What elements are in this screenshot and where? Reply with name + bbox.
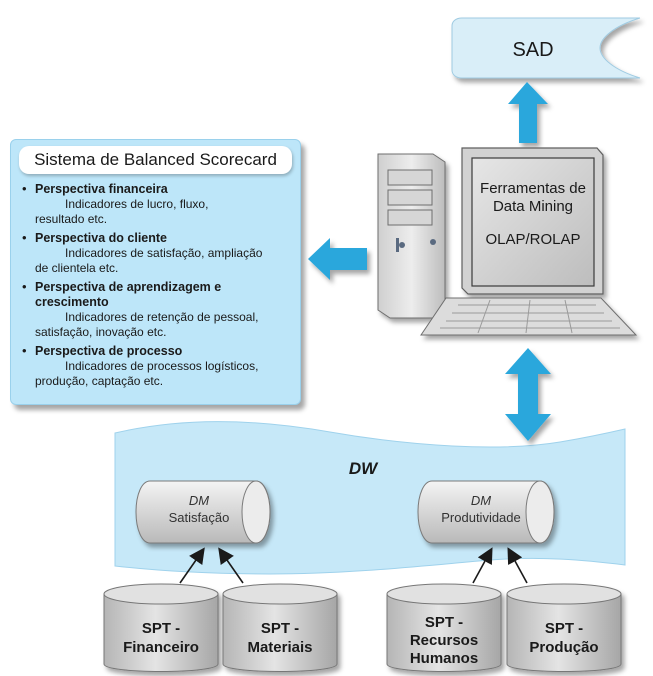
- bsc-item-desc-line: Indicadores de processos logísticos,: [65, 359, 259, 373]
- datamart-produtividade-line2: Produtividade: [441, 510, 521, 525]
- bsc-item-desc-line: Indicadores de satisfação, ampliação: [65, 246, 263, 260]
- source-financeiro-line1: SPT -: [142, 620, 180, 637]
- bsc-item-cliente: Perspectiva do cliente Indicadores de sa…: [19, 230, 292, 276]
- dw-label: DW: [349, 459, 379, 478]
- bsc-item-desc-line: satisfação, inovação etc.: [35, 325, 167, 339]
- bsc-item-heading: Perspectiva do cliente: [35, 231, 168, 245]
- bsc-item-heading: Perspectiva financeira: [35, 182, 168, 196]
- source-rh-line1: SPT -: [425, 614, 463, 631]
- arrow-producao-to-produtividade: [507, 547, 528, 584]
- source-rh-line2: Recursos: [410, 632, 478, 649]
- bsc-panel: Sistema de Balanced Scorecard Perspectiv…: [10, 139, 301, 405]
- source-cylinder-materiais: [222, 583, 338, 672]
- arrow-financeiro-to-satisfacao: [179, 547, 205, 584]
- sad-label: SAD: [512, 39, 553, 61]
- arrow-rh-to-produtividade: [472, 547, 493, 584]
- screen-line-2: Data Mining: [493, 198, 573, 215]
- bsc-item-financeira: Perspectiva financeira Indicadores de lu…: [19, 181, 292, 227]
- source-producao-line2: Produção: [529, 639, 598, 656]
- datamart-produtividade-line1: DM: [471, 493, 491, 508]
- source-cylinder-rh: [386, 583, 502, 672]
- bsc-item-desc-line: de clientela etc.: [35, 261, 119, 275]
- arrow-up-to-sad: [508, 82, 548, 143]
- source-materiais-line1: SPT -: [261, 620, 299, 637]
- bsc-item-desc-line: Indicadores de lucro, fluxo,: [65, 197, 209, 211]
- screen-line-1: Ferramentas de: [480, 180, 586, 197]
- bsc-item-heading: Perspectiva de aprendizagem e cresciment…: [35, 280, 222, 309]
- source-financeiro-line2: Financeiro: [123, 639, 199, 656]
- sad-block: [451, 17, 641, 79]
- bsc-item-heading: Perspectiva de processo: [35, 344, 183, 358]
- source-materiais-line2: Materiais: [247, 639, 312, 656]
- monitor-screen: [471, 157, 595, 287]
- source-cylinder-financeiro: [103, 583, 219, 672]
- bsc-list: Perspectiva financeira Indicadores de lu…: [11, 181, 300, 389]
- computer-icon: [377, 147, 638, 336]
- source-producao-line1: SPT -: [545, 620, 583, 637]
- bsc-item-desc-line: produção, captação etc.: [35, 374, 164, 388]
- datamart-satisfacao-line1: DM: [189, 493, 209, 508]
- arrow-materiais-to-satisfacao: [218, 547, 244, 584]
- source-cylinder-producao: [506, 583, 622, 672]
- bsc-item-desc-line: resultado etc.: [35, 212, 108, 226]
- datamart-satisfacao: [135, 480, 271, 544]
- arrow-left-to-bsc: [308, 238, 367, 280]
- bsc-item-aprendizagem: Perspectiva de aprendizagem e cresciment…: [19, 279, 292, 340]
- bsc-item-desc: Indicadores de processos logísticos, pro…: [35, 359, 292, 389]
- bsc-title: Sistema de Balanced Scorecard: [19, 146, 292, 174]
- datamart-satisfacao-line2: Satisfação: [169, 510, 230, 525]
- bsc-item-desc: Indicadores de retenção de pessoal, sati…: [35, 310, 292, 340]
- bsc-item-desc: Indicadores de lucro, fluxo, resultado e…: [35, 197, 292, 227]
- screen-line-3: OLAP/ROLAP: [485, 231, 580, 248]
- bsc-item-desc: Indicadores de satisfação, ampliação de …: [35, 246, 292, 276]
- arrow-double-dw: [505, 348, 551, 441]
- bsc-item-processo: Perspectiva de processo Indicadores de p…: [19, 343, 292, 389]
- source-rh-line3: Humanos: [410, 650, 478, 667]
- bsc-item-desc-line: Indicadores de retenção de pessoal,: [65, 310, 259, 324]
- datamart-produtividade: [417, 480, 555, 544]
